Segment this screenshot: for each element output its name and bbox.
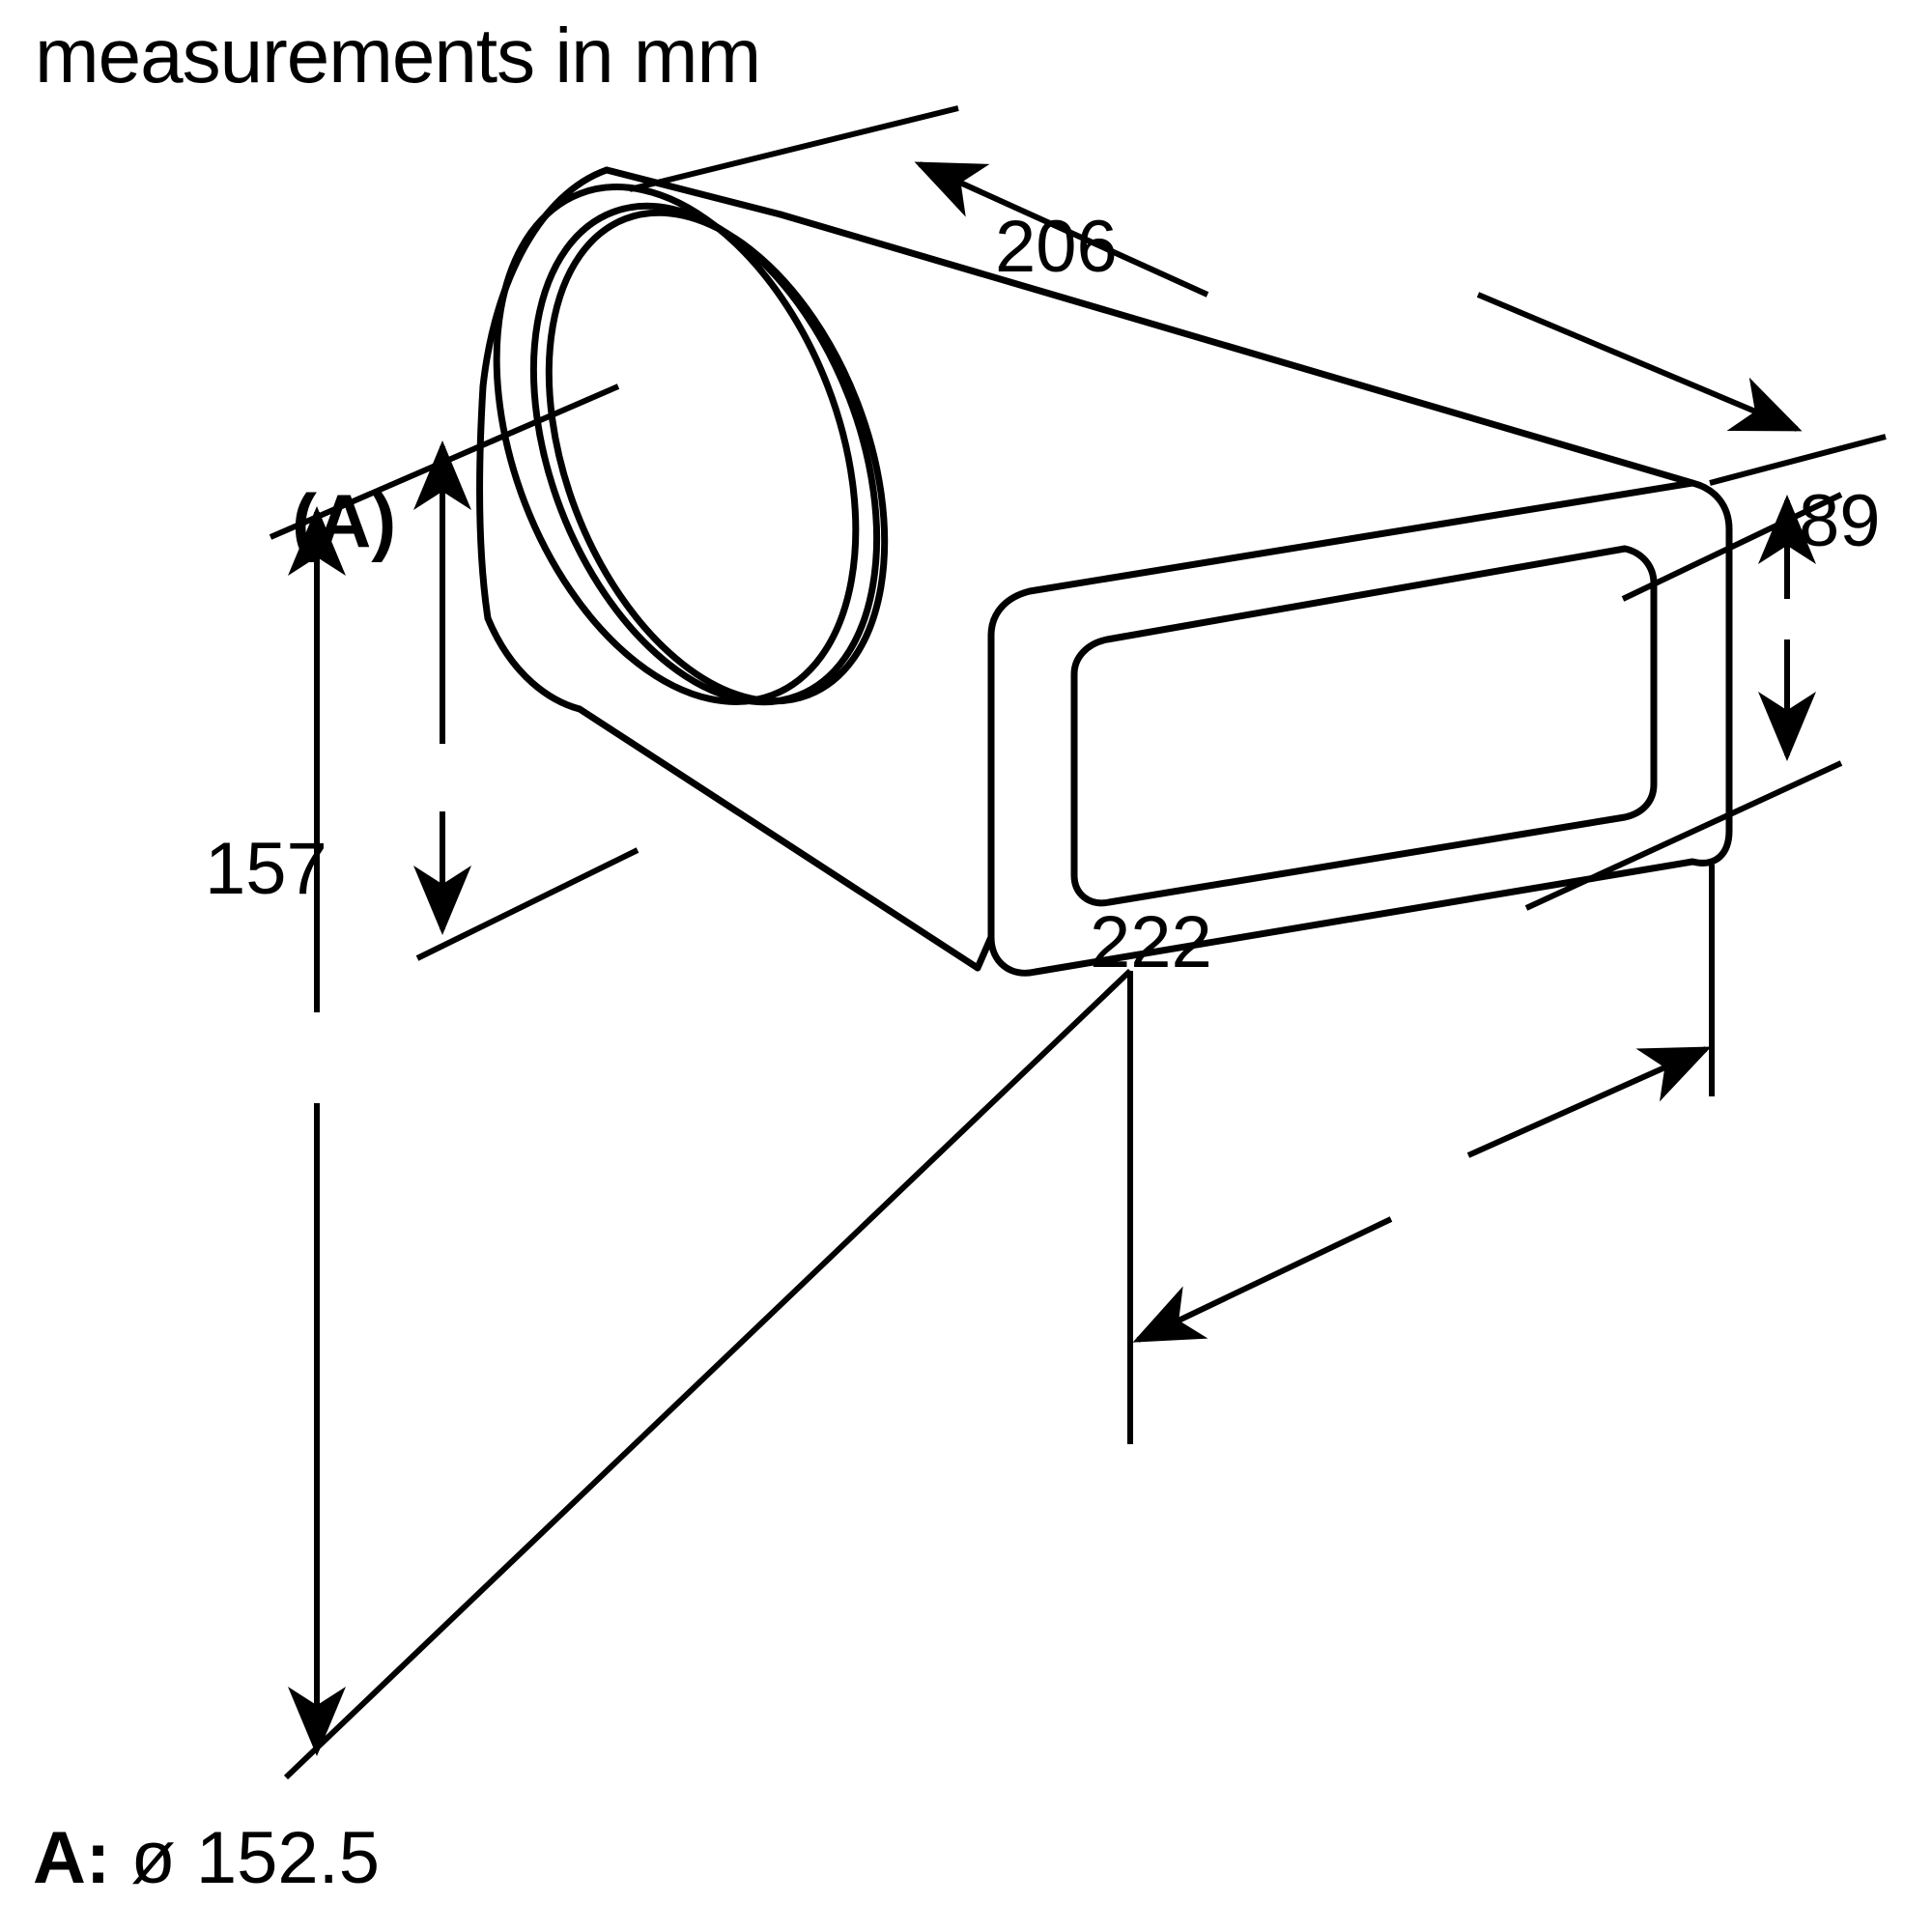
legend-value: ø 152.5	[130, 1817, 381, 1899]
dimension-label-222: 222	[1090, 901, 1212, 983]
legend-key: A:	[33, 1817, 111, 1899]
duct-body-to-outlet-lower-edge	[974, 933, 995, 972]
duct-outlet-outer-face	[987, 479, 1733, 977]
round-inlet-rim-ellipse	[545, 209, 889, 705]
dim-206-extension-left	[629, 105, 959, 192]
duct-outlet-inner-opening	[1070, 545, 1658, 907]
dimension-222	[1127, 865, 1715, 1444]
duct-top-ridge	[777, 211, 1696, 487]
dim-157-extension-bottom	[283, 968, 1133, 1780]
dim-222-line-right	[1466, 1046, 1712, 1158]
legend: A: ø 152.5	[33, 1822, 380, 1895]
dim-222-line-left	[1132, 1216, 1393, 1343]
dimension-A	[413, 440, 639, 961]
dim-A-extension-bottom	[415, 847, 639, 961]
duct-upper-left-edge	[603, 166, 784, 218]
round-inlet-outer-ellipse	[493, 184, 860, 705]
dimension-label-89: 89	[1799, 480, 1881, 562]
dim-89-extension-bottom	[1524, 760, 1843, 911]
dimension-89	[1524, 492, 1843, 911]
dimension-label-157: 157	[205, 828, 327, 910]
dim-206-line-right	[1476, 292, 1803, 432]
duct-lower-diagonal	[576, 705, 981, 972]
dim-206-line-left	[914, 161, 1209, 298]
dimension-label-206: 206	[995, 206, 1118, 288]
dimension-206	[629, 105, 1887, 486]
duct-collar-top-tangent	[479, 166, 611, 390]
dim-206-extension-right	[1709, 434, 1887, 486]
dimension-label-a-reference: (A)	[292, 478, 397, 563]
dimension-157	[269, 384, 1133, 1780]
duct-back-upper-silhouette	[476, 383, 492, 622]
duct-body-outline	[476, 166, 1733, 977]
page-title: measurements in mm	[35, 13, 761, 99]
duct-lower-left-edge	[484, 614, 583, 713]
